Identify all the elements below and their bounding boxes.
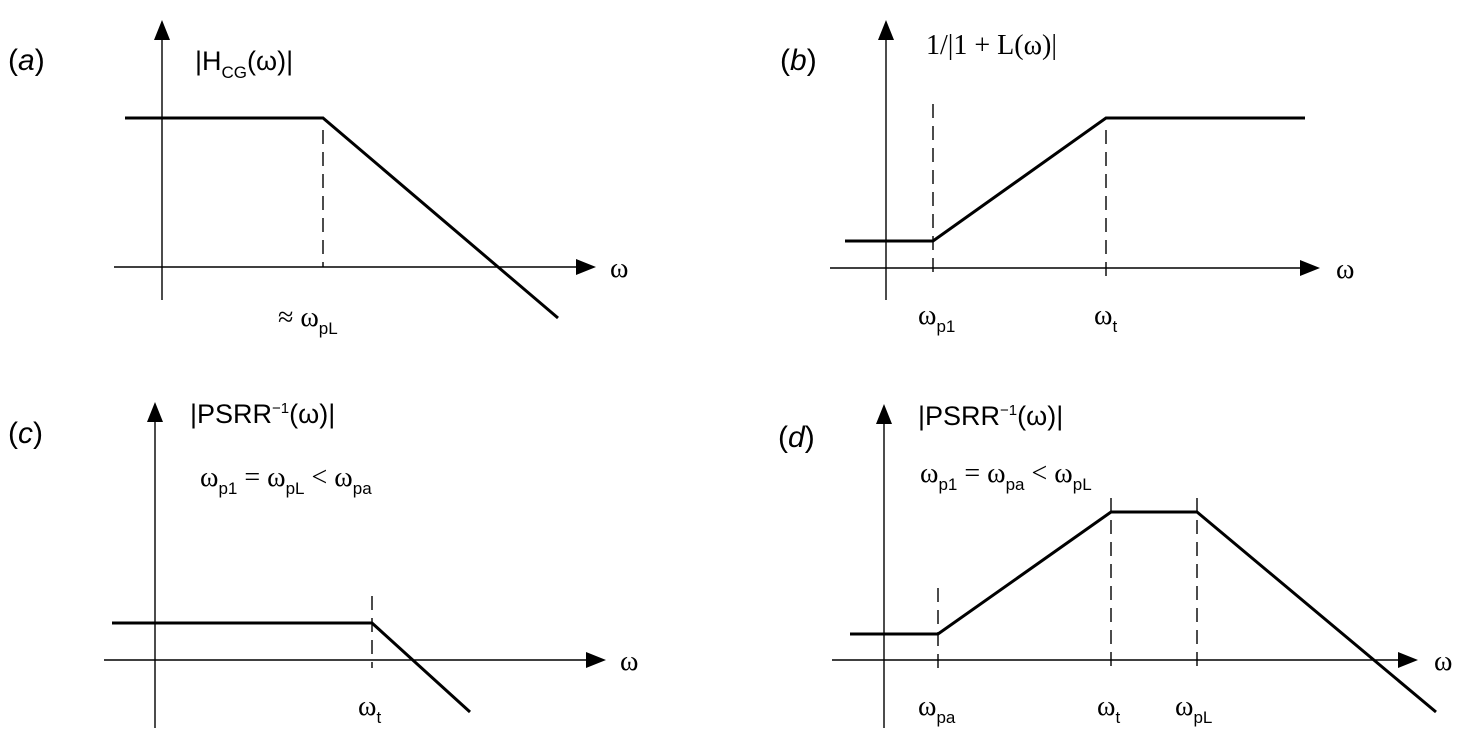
panel-b-response-curve (845, 116, 1305, 243)
panel-a-label: (a) (8, 44, 45, 77)
panel-b-x-symbol: ω (1336, 254, 1354, 285)
panel-d-label: (d) (778, 421, 815, 454)
panel-c-y-arrow (147, 402, 163, 422)
panel-c-y-label: |PSRR−1(ω)| (190, 399, 335, 429)
panel-c-tick-1: ωt (358, 691, 381, 727)
panel-c-x-symbol: ω (620, 646, 638, 677)
panel-d-tick-3: ωpL (1175, 691, 1212, 727)
panel-a-y-label: |HCG(ω)| (195, 46, 293, 82)
panel-a-y-arrow (154, 20, 170, 40)
panel-c-response-curve (112, 621, 472, 714)
panel-d-condition: ωp1 = ωpa < ωpL (920, 458, 1092, 494)
panel-c-x-arrow (586, 652, 606, 668)
panel-a-x-arrow (576, 259, 596, 275)
panel-b-label: (b) (780, 44, 817, 77)
panel-d-x-symbol: ω (1434, 646, 1452, 677)
panel-a-response-curve (125, 116, 559, 320)
panel-d: (d) |PSRR−1(ω)| ωp1 = ωpa < ωpL ω ωpa ωt… (778, 401, 1452, 728)
panel-c: (c) |PSRR−1(ω)| ωp1 = ωpL < ωpa ω ωt (8, 399, 638, 728)
panel-c-label: (c) (8, 417, 43, 450)
panel-b-y-label: 1/|1 + L(ω)| (926, 30, 1057, 61)
panel-b-x-arrow (1300, 260, 1320, 276)
panel-b: (b) 1/|1 + L(ω)| ω ωp1 ωt (780, 20, 1354, 336)
panel-d-y-arrow (876, 404, 892, 424)
panel-c-condition: ωp1 = ωpL < ωpa (200, 462, 372, 498)
panel-d-x-arrow (1398, 652, 1418, 668)
panel-a-x-symbol: ω (610, 253, 628, 284)
panel-b-y-arrow (878, 20, 894, 40)
panel-a-tick-label: ≈ ωpL (278, 302, 338, 338)
panel-d-tick-1: ωpa (918, 691, 956, 727)
panel-a: (a) |HCG(ω)| ω ≈ ωpL (8, 20, 628, 338)
panel-b-tick-1: ωp1 (918, 300, 955, 336)
panel-d-tick-2: ωt (1097, 691, 1120, 727)
panel-d-y-label: |PSRR−1(ω)| (918, 401, 1063, 431)
panel-b-tick-2: ωt (1094, 300, 1117, 336)
